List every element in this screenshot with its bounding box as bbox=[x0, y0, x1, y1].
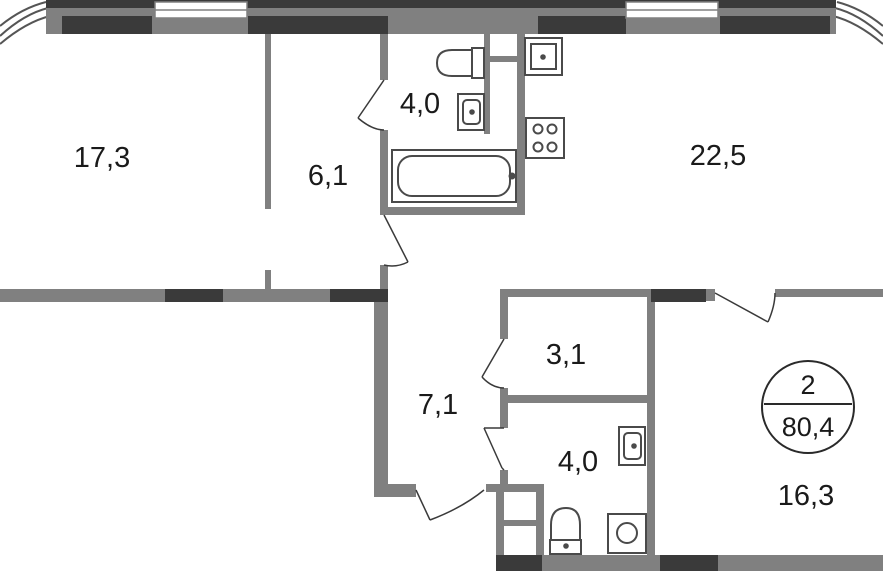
interior-walls bbox=[0, 34, 883, 571]
toilet-top-icon bbox=[435, 47, 485, 79]
room-area-4-0-bottom: 4,0 bbox=[558, 446, 598, 478]
rooms-count: 2 bbox=[800, 370, 815, 400]
total-area: 80,4 bbox=[782, 412, 835, 442]
room-area-22-5: 22,5 bbox=[690, 140, 746, 172]
washing-machine-icon bbox=[607, 513, 647, 554]
room-area-3-1: 3,1 bbox=[546, 339, 586, 371]
room-area-7-1: 7,1 bbox=[418, 389, 458, 421]
toilet-bottom-icon bbox=[549, 506, 582, 555]
kitchen-sink-icon bbox=[524, 37, 563, 76]
room-area-17-3: 17,3 bbox=[74, 142, 130, 174]
stove-icon bbox=[525, 117, 565, 159]
top-windows bbox=[154, 1, 719, 19]
room-area-6-1: 6,1 bbox=[308, 160, 348, 192]
bathtub-icon bbox=[391, 149, 517, 203]
room-area-4-0-top: 4,0 bbox=[400, 88, 440, 120]
apartment-badge: 2 80,4 bbox=[761, 360, 855, 454]
load-bearing-walls bbox=[165, 289, 718, 571]
sink-bottom-icon bbox=[618, 426, 646, 466]
facade-arcs bbox=[0, 1, 883, 45]
sink-top-wc-icon bbox=[457, 93, 485, 131]
doors bbox=[357, 79, 776, 521]
room-area-16-3: 16,3 bbox=[778, 480, 834, 512]
